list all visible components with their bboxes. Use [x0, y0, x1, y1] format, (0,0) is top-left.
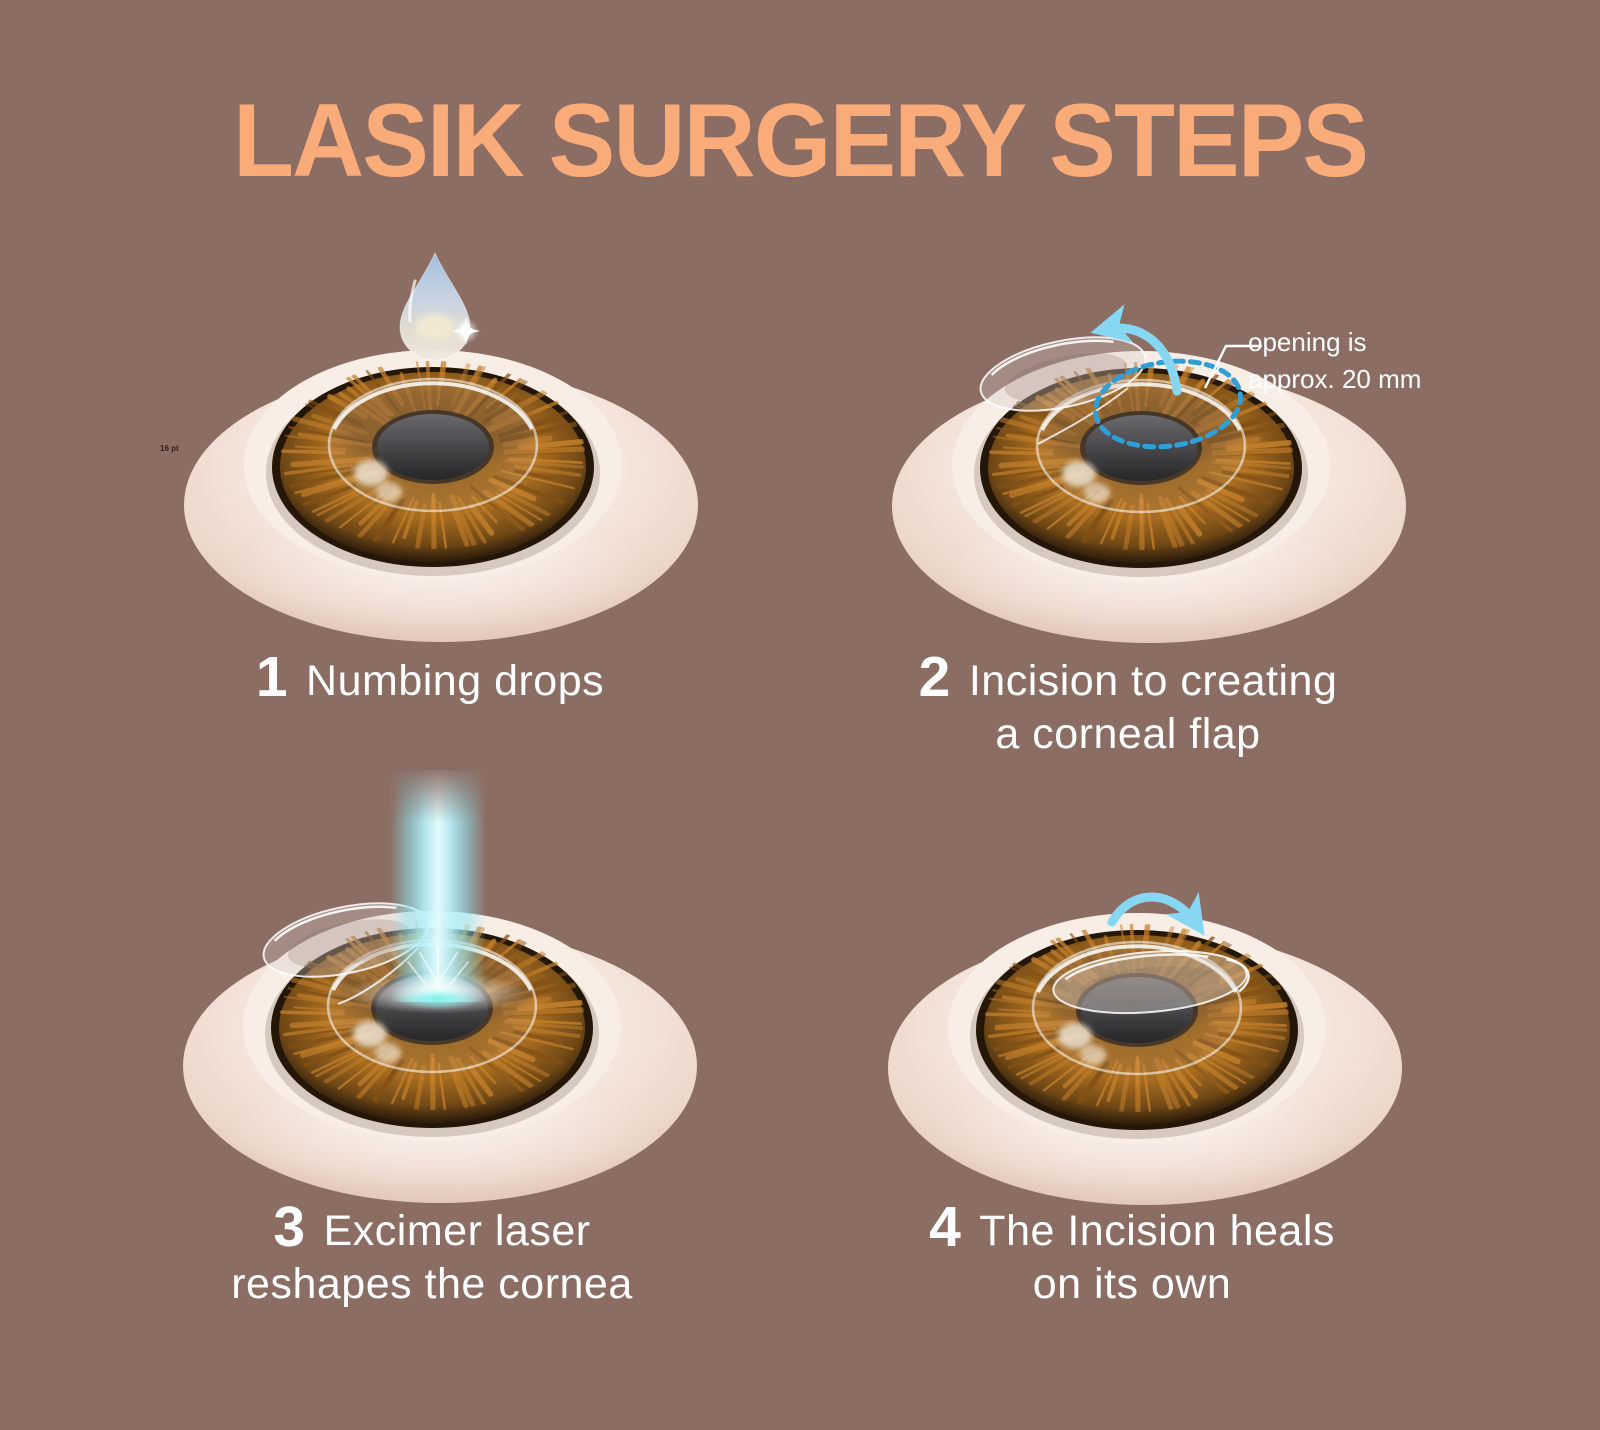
step4-label: The Incision heals [979, 1207, 1335, 1255]
annotation-line2: approx. 20 mm [1248, 364, 1422, 394]
flap-arrow-icon [1090, 304, 1182, 396]
step4-eye-illustration [888, 913, 1402, 1205]
step2-label-line2: a corneal flap [995, 710, 1261, 758]
numbing-drop-icon [399, 251, 481, 361]
page-title: LASIK SURGERY STEPS [232, 83, 1369, 199]
step1-label: Numbing drops [306, 657, 605, 705]
flap-hinge-line [337, 947, 419, 1005]
step2-label: Incision to creating [968, 657, 1338, 705]
sparkle-icon [451, 316, 481, 346]
step2-caption: 2 Incision to creating a corneal flap [818, 645, 1438, 761]
flap-hinge-line [1037, 387, 1129, 445]
step4-number: 4 [929, 1195, 962, 1259]
corneal-flap [972, 323, 1154, 425]
step3-label-line2: reshapes the cornea [231, 1260, 633, 1308]
laser-beam [348, 766, 528, 1014]
step3-caption: 3 Excimer laser reshapes the cornea [122, 1195, 742, 1311]
step1-caption: 1 Numbing drops [120, 645, 740, 709]
step3-label: Excimer laser [323, 1207, 591, 1255]
corneal-flap [255, 889, 437, 991]
step4-label-line2: on its own [1032, 1260, 1232, 1308]
step3-eye-illustration [183, 911, 697, 1203]
opening-annotation: opening is approx. 20 mm [1248, 324, 1421, 398]
annotation-line1: opening is [1248, 327, 1367, 357]
step1-number: 1 [255, 645, 289, 709]
step1-eye-illustration [184, 350, 698, 642]
closing-corneal-flap [1052, 949, 1250, 1015]
step2-number: 2 [918, 645, 951, 709]
step3-number: 3 [273, 1195, 306, 1259]
step4-caption: 4 The Incision heals on its own [822, 1195, 1442, 1311]
opening-dotted-ellipse [1092, 358, 1244, 450]
heal-arrow-icon [1107, 891, 1205, 936]
stray-artifact-text: 16 pt [160, 444, 179, 453]
